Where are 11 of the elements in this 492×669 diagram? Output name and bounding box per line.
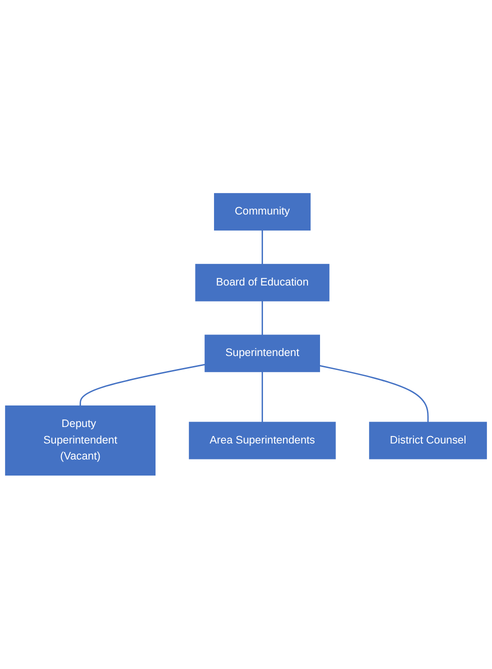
node-box: Board of Education xyxy=(195,264,330,302)
node-box: Community xyxy=(214,193,311,231)
connector xyxy=(320,365,429,422)
node-box: District Counsel xyxy=(369,422,487,460)
node-box: Superintendent xyxy=(204,334,320,372)
node-box: Area Superintendents xyxy=(188,422,336,460)
node-box: Deputy Superintendent (Vacant) xyxy=(5,406,156,476)
connector xyxy=(262,230,263,264)
connector xyxy=(262,372,263,422)
connector xyxy=(80,364,206,406)
connector xyxy=(262,301,263,336)
